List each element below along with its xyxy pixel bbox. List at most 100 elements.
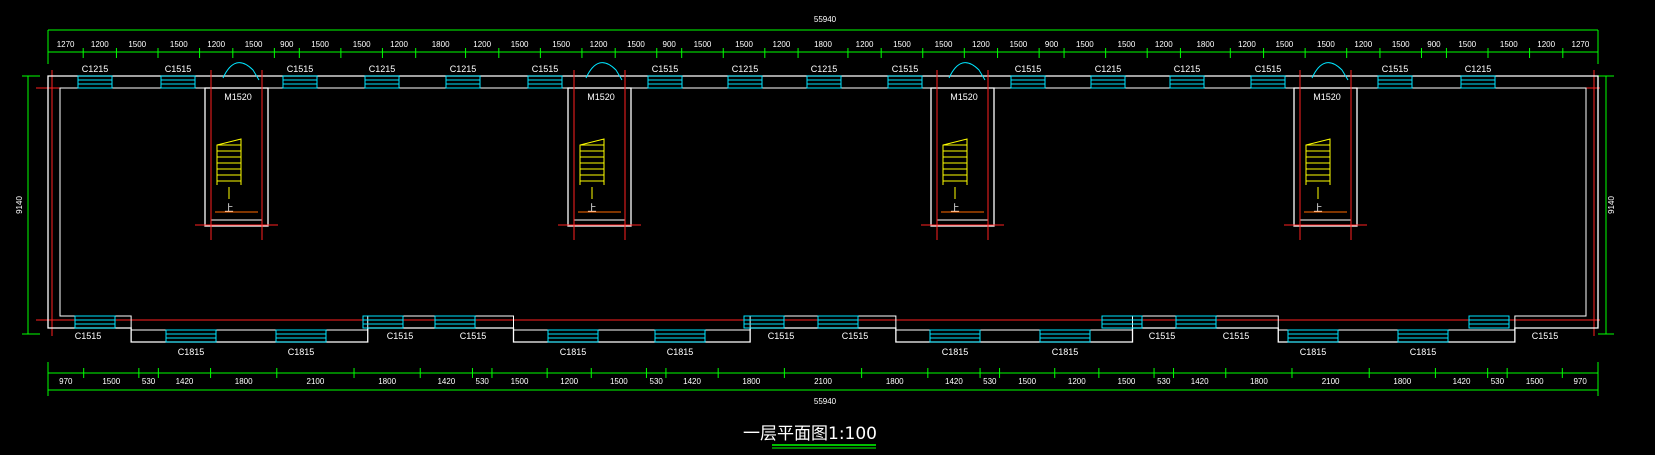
window-bottom-upper <box>1175 315 1217 329</box>
dim-label-bottom: 1420 <box>1191 377 1209 386</box>
dim-label-bottom: 1500 <box>610 377 628 386</box>
dim-label-top: 900 <box>1045 40 1059 49</box>
window-label-top: C1515 <box>165 64 192 74</box>
dim-label-bottom: 530 <box>142 377 156 386</box>
window-label-bottom-upper: C1515 <box>387 331 414 341</box>
stair-stringer <box>942 138 968 185</box>
dim-label-top: 1500 <box>311 40 329 49</box>
dim-label-bottom: 1420 <box>437 377 455 386</box>
window-label-bottom-upper: C1515 <box>1532 331 1559 341</box>
dim-label-top: 1500 <box>1009 40 1027 49</box>
stair-up-label: 上 <box>224 203 233 213</box>
dim-label-top: 1200 <box>1238 40 1256 49</box>
side-dimension-right: 9140 <box>1607 196 1616 214</box>
overall-dimension-top: 55940 <box>814 15 837 24</box>
window-label-top: C1215 <box>1174 64 1201 74</box>
window-top <box>282 75 318 89</box>
side-dimension-left: 9140 <box>15 196 24 214</box>
dim-label-bottom: 1420 <box>1453 377 1471 386</box>
window-top <box>647 75 683 89</box>
dim-label-bottom: 530 <box>650 377 664 386</box>
dim-label-top: 1500 <box>627 40 645 49</box>
window-top <box>77 75 113 89</box>
dim-label-bottom: 530 <box>476 377 490 386</box>
dim-label-top: 1500 <box>1118 40 1136 49</box>
dim-label-top: 1500 <box>893 40 911 49</box>
door-label: M1520 <box>224 92 252 102</box>
window-label-bottom-lower: C1815 <box>1410 347 1437 357</box>
window-label-top: C1515 <box>1255 64 1282 74</box>
dim-label-top: 1270 <box>1572 40 1590 49</box>
window-top <box>1460 75 1496 89</box>
dim-label-top: 1800 <box>432 40 450 49</box>
stair-core-inner <box>210 87 263 221</box>
stair-core-inner <box>1299 87 1352 221</box>
stair-core-inner <box>936 87 989 221</box>
drawing-title: 一层平面图1:100 <box>743 424 877 444</box>
window-label-bottom-upper: C1515 <box>842 331 869 341</box>
stair-stringer <box>579 138 605 185</box>
window-label-bottom-upper: C1515 <box>460 331 487 341</box>
dim-label-top: 1500 <box>1392 40 1410 49</box>
dim-label-bottom: 1420 <box>945 377 963 386</box>
dim-label-top: 1500 <box>935 40 953 49</box>
window-bottom-lower <box>165 329 217 343</box>
dim-label-top: 1200 <box>207 40 225 49</box>
window-top <box>727 75 763 89</box>
dim-label-bottom: 1500 <box>1526 377 1544 386</box>
dim-label-bottom: 1800 <box>1250 377 1268 386</box>
dim-label-top: 1200 <box>856 40 874 49</box>
dim-label-top: 1200 <box>390 40 408 49</box>
window-label-top: C1215 <box>450 64 477 74</box>
dim-label-bottom: 1800 <box>886 377 904 386</box>
dim-label-bottom: 1800 <box>378 377 396 386</box>
overall-dimension-bottom: 55940 <box>814 397 837 406</box>
dim-label-top: 900 <box>1427 40 1441 49</box>
dim-label-top: 1500 <box>552 40 570 49</box>
dim-label-top: 900 <box>280 40 294 49</box>
window-label-bottom-lower: C1815 <box>1300 347 1327 357</box>
stair-up-label: 上 <box>587 203 596 213</box>
dim-label-bottom: 1800 <box>235 377 253 386</box>
door-swing <box>585 62 623 81</box>
window-label-top: C1515 <box>1015 64 1042 74</box>
window-label-top: C1215 <box>82 64 109 74</box>
dim-label-bottom: 970 <box>59 377 73 386</box>
dim-label-bottom: 970 <box>1573 377 1587 386</box>
window-bottom-upper <box>743 315 785 329</box>
window-label-bottom-lower: C1815 <box>667 347 694 357</box>
window-label-bottom-upper: C1515 <box>1149 331 1176 341</box>
dim-label-top: 1500 <box>1317 40 1335 49</box>
window-label-bottom-lower: C1815 <box>178 347 205 357</box>
dim-label-bottom: 1420 <box>176 377 194 386</box>
dim-label-bottom: 1500 <box>102 377 120 386</box>
window-label-top: C1515 <box>652 64 679 74</box>
dim-label-top: 1500 <box>1458 40 1476 49</box>
window-top <box>806 75 842 89</box>
stair-stringer <box>216 138 242 185</box>
door-label: M1520 <box>587 92 615 102</box>
window-top <box>1250 75 1286 89</box>
stair-up-label: 上 <box>1313 203 1322 213</box>
dim-label-top: 1500 <box>1076 40 1094 49</box>
dim-label-bottom: 530 <box>983 377 997 386</box>
window-label-top: C1215 <box>811 64 838 74</box>
window-top <box>1169 75 1205 89</box>
dim-label-top: 1500 <box>353 40 371 49</box>
dim-label-bottom: 1800 <box>1393 377 1411 386</box>
stair-core-inner <box>573 87 626 221</box>
dim-label-bottom: 1800 <box>742 377 760 386</box>
window-bottom-lower <box>1397 329 1449 343</box>
window-bottom-upper <box>362 315 404 329</box>
window-label-top: C1515 <box>1382 64 1409 74</box>
dim-label-bottom: 1500 <box>1018 377 1036 386</box>
window-bottom-upper <box>434 315 476 329</box>
window-bottom-lower <box>1039 329 1091 343</box>
dim-label-bottom: 530 <box>1157 377 1171 386</box>
dim-label-top: 1500 <box>511 40 529 49</box>
window-bottom-lower <box>654 329 706 343</box>
stair-up-label: 上 <box>950 203 959 213</box>
window-label-top: C1215 <box>1465 64 1492 74</box>
dim-label-top: 1200 <box>1537 40 1555 49</box>
